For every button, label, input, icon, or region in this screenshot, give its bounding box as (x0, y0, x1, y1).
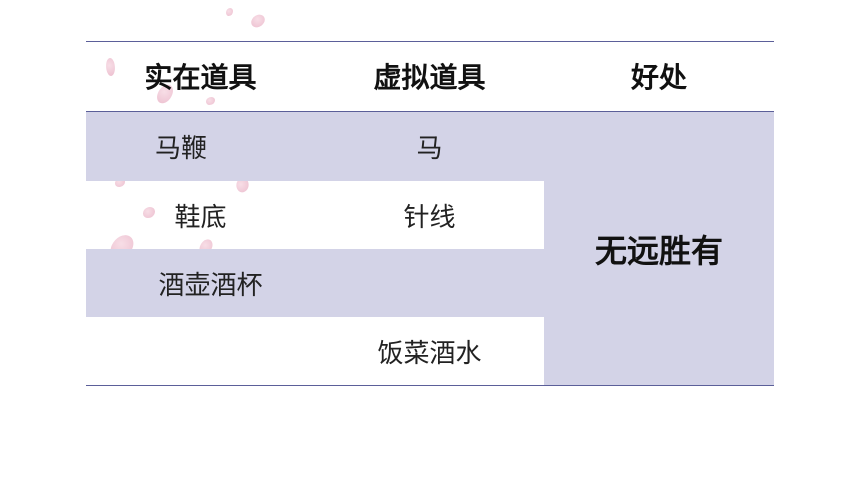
table-cell-real: 鞋底 (174, 202, 227, 233)
table-cell-real (86, 317, 315, 385)
petal-decoration (143, 207, 155, 218)
header-virtual-props: 虚拟道具 (373, 61, 486, 94)
table-cell-real: 马鞭 (154, 134, 207, 164)
table-bottom-rule (86, 385, 774, 386)
benefit-cell: 无远胜有 (594, 231, 723, 270)
props-table: 实在道具 虚拟道具 好处 马鞭 马 鞋底 针线 酒壶酒杯 饭菜酒水 无远胜有 (86, 41, 774, 386)
table-cell-real: 酒壶酒杯 (158, 270, 263, 301)
header-real-props: 实在道具 (144, 61, 257, 94)
table-top-rule (86, 41, 774, 42)
table-cell-virtual: 饭菜酒水 (377, 338, 482, 369)
petal-decoration (226, 8, 233, 16)
table-cell-virtual (315, 249, 544, 317)
petal-decoration (206, 97, 215, 105)
header-benefit: 好处 (630, 61, 687, 94)
header-bottom-rule (86, 111, 774, 112)
petal-decoration (249, 11, 267, 31)
table-cell-virtual: 针线 (403, 202, 456, 233)
benefit-band (544, 112, 774, 386)
table-cell-virtual: 马 (416, 134, 443, 164)
petal-decoration (115, 178, 125, 187)
